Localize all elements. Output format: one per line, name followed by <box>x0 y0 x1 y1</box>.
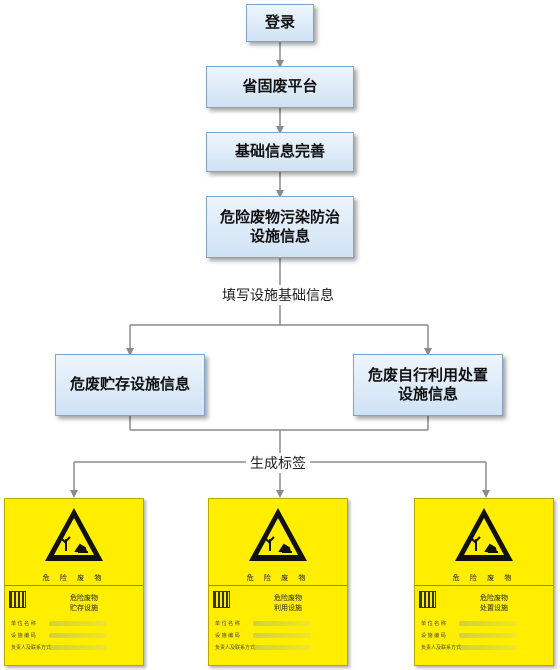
field-label: 单 位 名 称 <box>421 621 446 627</box>
node-pollution-info-line2: 设施信息 <box>249 227 310 245</box>
field-value-redacted <box>49 645 107 650</box>
warning-area: 危 险 废 物 <box>209 499 347 587</box>
node-platform-text: 省固废平台 <box>242 77 318 96</box>
warning-text: 危 险 废 物 <box>452 574 516 582</box>
card-title: 危险废物 贮存设施 <box>25 593 143 613</box>
field-value-redacted <box>459 633 517 638</box>
field-value-redacted <box>253 645 311 650</box>
edge-label-fill-facility: 填写设施基础信息 <box>218 285 338 305</box>
card-title-line1: 危险废物 <box>274 594 302 602</box>
hazard-triangle-icon <box>455 508 513 561</box>
qr-code-icon <box>213 591 230 608</box>
warning-text: 危 险 废 物 <box>42 574 106 582</box>
field-contact: 负责人及联系方式 <box>215 643 341 652</box>
field-unit-name: 单 位 名 称 <box>215 619 341 628</box>
edge-label-generate-label: 生成标签 <box>246 453 310 473</box>
node-pollution-info: 危险废物污染防治 设施信息 <box>206 196 354 258</box>
field-facility-code: 设 施 编 码 <box>215 631 341 640</box>
disposal-label-card: 危 险 废 物 危险废物 处置设施 单 位 名 称 设 施 编 码 负责人及联系… <box>414 498 554 666</box>
card-title-line2: 处置设施 <box>480 604 508 612</box>
card-title: 危险废物 利用设施 <box>229 593 347 613</box>
field-label: 设 施 编 码 <box>421 633 446 639</box>
qr-code-icon <box>419 591 436 608</box>
qr-code-icon <box>9 591 26 608</box>
node-basic-info-text: 基础信息完善 <box>234 142 325 161</box>
card-title-line1: 危险废物 <box>480 594 508 602</box>
node-platform: 省固废平台 <box>206 66 354 108</box>
field-label: 负责人及联系方式 <box>215 645 256 651</box>
storage-label-card: 危 险 废 物 危险废物 贮存设施 单 位 名 称 设 施 编 码 负责人及联系… <box>4 498 144 666</box>
hazard-triangle-icon <box>45 508 103 561</box>
node-self-use-line1: 危废自行利用处置 <box>367 365 488 384</box>
field-contact: 负责人及联系方式 <box>421 643 547 652</box>
card-divider <box>415 585 553 586</box>
node-self-use-line2: 设施信息 <box>397 385 458 403</box>
node-self-use: 危废自行利用处置 设施信息 <box>353 354 503 416</box>
field-contact: 负责人及联系方式 <box>11 643 137 652</box>
field-unit-name: 单 位 名 称 <box>11 619 137 628</box>
card-title-line2: 利用设施 <box>274 604 302 612</box>
field-unit-name: 单 位 名 称 <box>421 619 547 628</box>
field-label: 设 施 编 码 <box>215 633 240 639</box>
field-value-redacted <box>49 633 107 638</box>
field-label: 单 位 名 称 <box>215 621 240 627</box>
field-facility-code: 设 施 编 码 <box>421 631 547 640</box>
field-label: 单 位 名 称 <box>11 621 36 627</box>
field-value-redacted <box>459 621 517 626</box>
card-divider <box>5 585 143 586</box>
field-value-redacted <box>49 621 107 626</box>
card-title-line2: 贮存设施 <box>70 604 98 612</box>
card-title: 危险废物 处置设施 <box>435 593 553 613</box>
utilization-label-card: 危 险 废 物 危险废物 利用设施 单 位 名 称 设 施 编 码 负责人及联系… <box>208 498 348 666</box>
warning-text: 危 险 废 物 <box>246 574 310 582</box>
warning-area: 危 险 废 物 <box>415 499 553 587</box>
field-label: 负责人及联系方式 <box>421 645 462 651</box>
node-basic-info: 基础信息完善 <box>206 132 354 172</box>
hazard-triangle-icon <box>249 508 307 561</box>
field-label: 负责人及联系方式 <box>11 645 52 651</box>
field-value-redacted <box>253 621 311 626</box>
field-facility-code: 设 施 编 码 <box>11 631 137 640</box>
field-value-redacted <box>253 633 311 638</box>
card-divider <box>209 585 347 586</box>
field-value-redacted <box>459 645 517 650</box>
node-login-text: 登录 <box>264 13 295 32</box>
node-storage-text: 危废贮存设施信息 <box>69 375 190 394</box>
card-title-line1: 危险废物 <box>70 594 98 602</box>
warning-area: 危 险 废 物 <box>5 499 143 587</box>
field-label: 设 施 编 码 <box>11 633 36 639</box>
node-storage: 危废贮存设施信息 <box>55 354 205 416</box>
node-pollution-info-line1: 危险废物污染防治 <box>219 207 340 226</box>
node-login: 登录 <box>246 4 314 42</box>
